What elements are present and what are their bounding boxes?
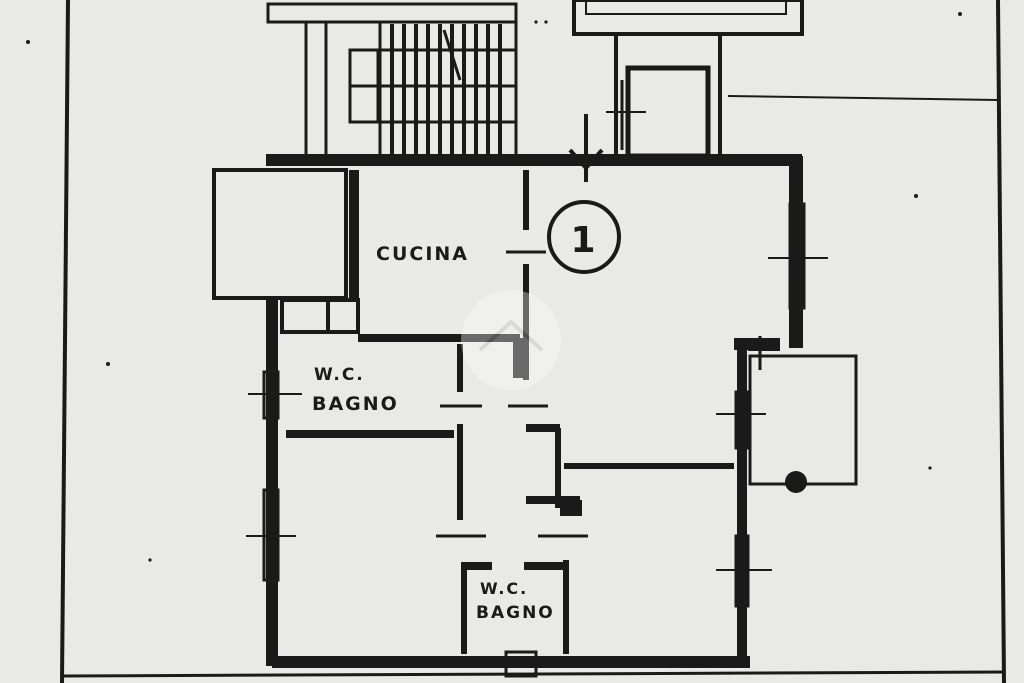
right-balcony	[734, 338, 858, 493]
room-label-wc-upper-line1: W.C.	[314, 365, 365, 385]
room-label-wc-lower-line2: BAGNO	[476, 603, 555, 623]
watermark-logo	[461, 290, 561, 390]
unit-number-badge: 1	[547, 200, 621, 274]
top-right-block	[572, 0, 804, 159]
windows	[246, 202, 828, 678]
room-label-kitchen: CUCINA	[376, 243, 469, 265]
interior-walls	[286, 170, 734, 654]
exterior-walls	[266, 154, 803, 668]
sheet-border	[60, 0, 1006, 683]
stairwell	[266, 2, 518, 158]
entrance-arrow-icon	[568, 114, 604, 182]
unit-number: 1	[570, 220, 597, 261]
room-label-wc-upper-line2: BAGNO	[312, 393, 399, 415]
door-openings	[436, 250, 588, 538]
room-label-wc-lower-line1: W.C.	[480, 579, 528, 598]
left-balcony	[212, 168, 360, 334]
stray-marks	[26, 12, 962, 562]
